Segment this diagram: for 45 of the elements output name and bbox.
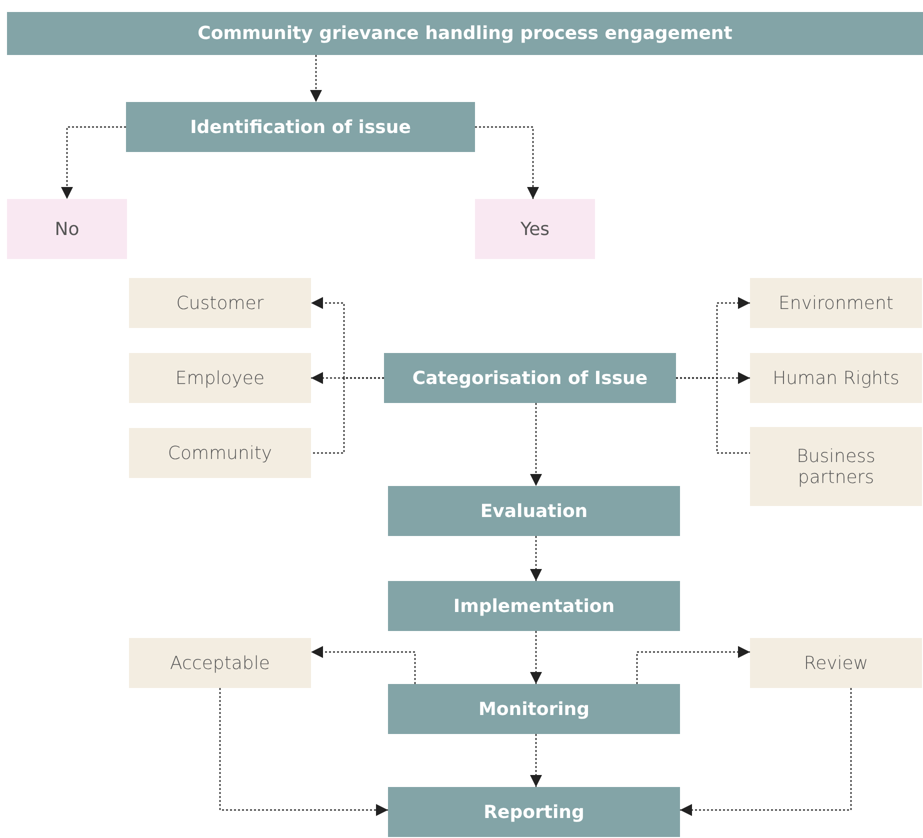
process-box [384,353,676,403]
node-label: Yes [520,218,550,240]
category-box [750,427,922,506]
node-label: Monitoring [478,698,590,720]
category-box [750,278,922,328]
category-box [129,428,311,478]
node-label: Review [804,652,868,674]
arrow [61,126,126,199]
arrow [530,734,542,787]
node-label: Employee [175,368,265,388]
node-label: Environment [778,292,894,314]
process-box [388,581,680,631]
node-label: Evaluation [480,500,588,522]
arrow [530,403,542,486]
arrow [310,55,322,102]
node-label: Business partners [796,446,876,488]
node-label: Implementation [453,596,615,616]
outcome-box [750,638,922,688]
arrow [530,631,542,684]
category-box [129,353,311,403]
arrow [475,126,539,199]
node-label: Identification of issue [190,116,411,138]
title-bar [7,12,923,55]
node-label: Community [168,442,272,464]
node-label: Acceptable [170,652,270,674]
process-box [388,787,680,837]
node-label: Categorisation of Issue [412,368,648,388]
arrow [636,646,750,684]
process-box [388,486,680,536]
arrow [311,646,416,684]
arrow [530,536,542,581]
outcome-box [129,638,311,688]
outcome-box [475,199,595,259]
arrow [680,688,852,816]
node-label: Human Rights [772,368,900,388]
category-box [129,278,311,328]
process-box [388,684,680,734]
node-label: No [54,218,80,240]
category-box [750,353,922,403]
node-label: Reporting [484,802,584,822]
outcome-box [7,199,127,259]
node-label: Customer [176,292,264,314]
process-box [126,102,475,152]
arrow [219,688,388,816]
node-label: Community grievance handling process engagement [198,23,732,44]
